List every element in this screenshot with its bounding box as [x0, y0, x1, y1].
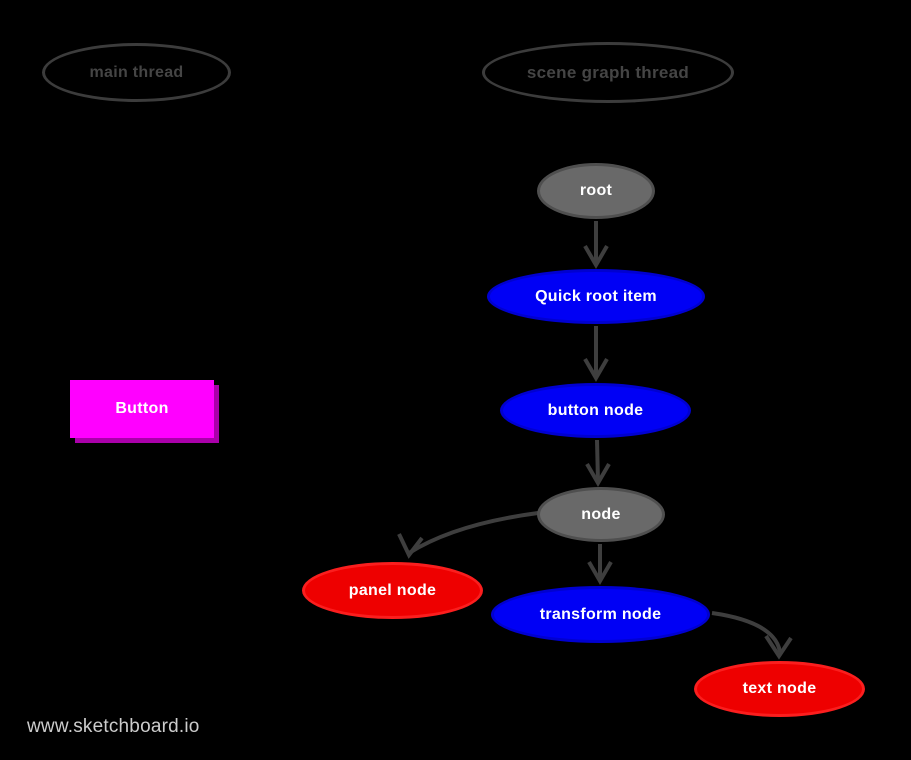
node-node-label: node [581, 505, 621, 523]
node-root-label: root [579, 182, 613, 199]
scene-graph-thread-ellipse[interactable]: scene graph thread [482, 42, 734, 103]
edge-root-to-quick-root-item[interactable] [583, 221, 609, 269]
main-thread-label: main thread [89, 63, 184, 81]
edge-node-to-panel-node[interactable] [397, 511, 539, 559]
node-text-node[interactable]: text node [694, 661, 865, 717]
edge-quick-root-item-to-button-node[interactable] [583, 326, 609, 382]
node-text-node-label: text node [742, 680, 817, 697]
node-panel-node-label: panel node [348, 581, 437, 599]
node-button-node[interactable]: button node [500, 383, 691, 438]
node-root[interactable]: root [537, 163, 655, 219]
node-button-node-label: button node [547, 401, 644, 419]
edge-button-node-to-node[interactable] [585, 439, 611, 487]
edge-node-to-transform-node[interactable] [587, 544, 613, 585]
scene-graph-thread-label: scene graph thread [526, 62, 690, 82]
node-transform-node-label: transform node [539, 605, 662, 623]
node-transform-node[interactable]: transform node [491, 586, 710, 643]
main-thread-ellipse[interactable]: main thread [42, 43, 231, 102]
sketchboard-watermark: www.sketchboard.io [27, 716, 200, 737]
button-rectangle-label: Button [115, 400, 169, 417]
edge-transform-node-to-text-node[interactable] [711, 611, 793, 660]
node-quick-root-item[interactable]: Quick root item [487, 269, 705, 324]
button-rectangle[interactable]: Button [70, 380, 214, 438]
node-quick-root-item-label: Quick root item [535, 287, 657, 305]
node-node[interactable]: node [537, 487, 665, 542]
node-panel-node[interactable]: panel node [302, 562, 483, 619]
